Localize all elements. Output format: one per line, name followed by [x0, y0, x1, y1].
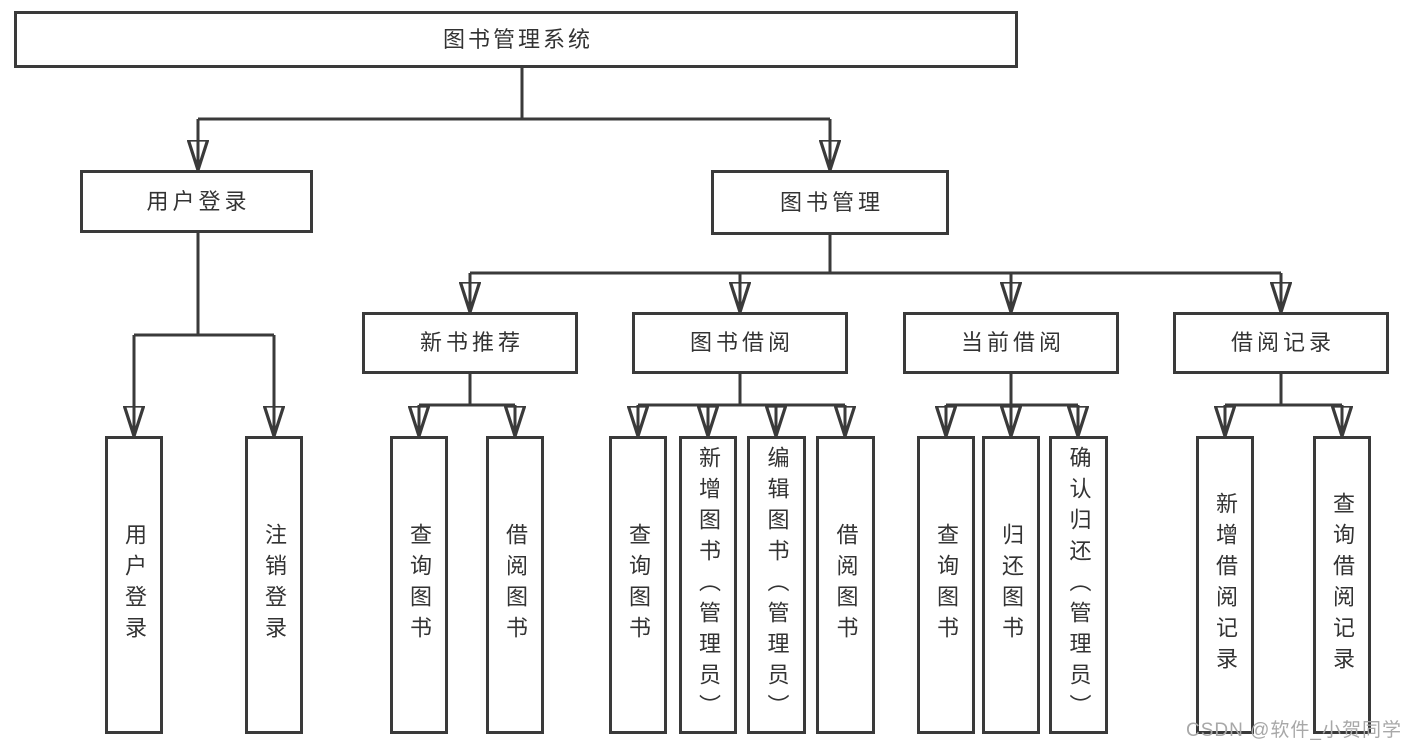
leaf-return-books-label: 归还图书: [999, 523, 1024, 647]
leaf-query-books-recommend: 查询图书: [390, 436, 448, 734]
leaf-edit-book-admin-label: 编辑图书（管理员）: [764, 445, 790, 725]
node-current-borrowing-label: 当前借阅: [960, 330, 1065, 355]
node-book-management: 图书管理: [711, 170, 949, 235]
node-book-borrowing: 图书借阅: [632, 312, 848, 374]
leaf-query-books-borrowing: 查询图书: [609, 436, 667, 734]
leaf-logout-label: 注销登录: [262, 523, 287, 647]
leaf-confirm-return-admin-label: 确认归还（管理员）: [1066, 445, 1092, 725]
connector-root-trunk: [198, 68, 830, 121]
node-borrowing-records: 借阅记录: [1173, 312, 1389, 374]
node-borrowing-records-label: 借阅记录: [1230, 330, 1335, 355]
connector-book-borrow-trunk: [638, 374, 845, 407]
leaf-add-borrow-record: 新增借阅记录: [1196, 436, 1254, 734]
node-user-login: 用户登录: [80, 170, 313, 233]
connector-user-login-trunk: [134, 233, 274, 337]
connector-book-mgmt-trunk: [470, 235, 1281, 275]
node-root-system: 图书管理系统: [14, 11, 1018, 68]
leaf-borrow-books-label: 借阅图书: [833, 523, 859, 647]
node-book-borrowing-label: 图书借阅: [689, 330, 794, 355]
node-new-book-recommend: 新书推荐: [362, 312, 578, 374]
leaf-add-book-admin: 新增图书（管理员）: [679, 436, 737, 734]
connector-current-borrow-trunk: [946, 374, 1078, 407]
leaf-confirm-return-admin: 确认归还（管理员）: [1049, 436, 1108, 734]
leaf-query-books-current: 查询图书: [917, 436, 975, 734]
connector-borrow-record-trunk: [1225, 374, 1342, 407]
csdn-watermark: CSDN @软件_小贺同学: [1186, 720, 1402, 741]
connector-new-book-trunk: [419, 374, 515, 407]
leaf-query-borrow-record: 查询借阅记录: [1313, 436, 1371, 734]
leaf-query-books-recommend-label: 查询图书: [407, 523, 432, 647]
leaf-add-borrow-record-label: 新增借阅记录: [1213, 492, 1238, 678]
leaf-borrow-books-recommend: 借阅图书: [486, 436, 544, 734]
leaf-add-book-admin-label: 新增图书（管理员）: [696, 445, 721, 725]
leaf-return-books: 归还图书: [982, 436, 1040, 734]
node-book-management-label: 图书管理: [779, 189, 884, 215]
leaf-query-borrow-record-label: 查询借阅记录: [1330, 492, 1355, 678]
leaf-logout: 注销登录: [245, 436, 303, 734]
leaf-borrow-books-recommend-label: 借阅图书: [503, 523, 528, 647]
leaf-query-books-borrowing-label: 查询图书: [626, 523, 651, 647]
node-new-book-recommend-label: 新书推荐: [419, 330, 524, 355]
leaf-user-login-label: 用户登录: [122, 523, 147, 647]
leaf-user-login: 用户登录: [105, 436, 163, 734]
node-root-label: 图书管理系统: [442, 26, 593, 52]
leaf-borrow-books: 借阅图书: [816, 436, 875, 734]
leaf-query-books-current-label: 查询图书: [934, 523, 959, 647]
leaf-edit-book-admin: 编辑图书（管理员）: [747, 436, 806, 734]
node-user-login-label: 用户登录: [146, 188, 251, 214]
node-current-borrowing: 当前借阅: [903, 312, 1119, 374]
